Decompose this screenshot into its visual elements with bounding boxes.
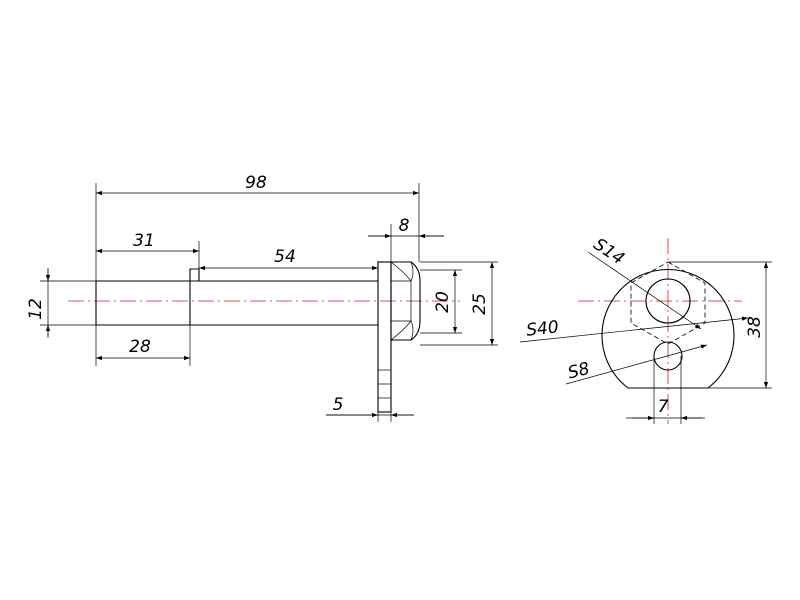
dim-text-54: 54 xyxy=(274,247,296,267)
hex-chamfer-top xyxy=(410,261,414,282)
dim-text-20: 20 xyxy=(433,291,453,313)
end-view: S14 S40 S8 7 38 xyxy=(519,234,772,424)
end-view-outline xyxy=(601,269,735,389)
leader-s8 xyxy=(565,344,708,385)
central-bore xyxy=(645,278,691,324)
hex-head-face-top xyxy=(390,261,412,282)
side-view: 98 31 54 28 8 5 20 25 12 xyxy=(26,173,498,422)
dim-text-12: 12 xyxy=(26,298,46,320)
hex-chamfer-bottom xyxy=(410,320,414,341)
leader-s40 xyxy=(519,316,749,343)
dim-text-8: 8 xyxy=(399,216,410,236)
leader-s14 xyxy=(587,251,702,330)
dim-text-s40: S40 xyxy=(525,317,559,340)
dim-text-28: 28 xyxy=(129,337,151,357)
dim-text-98: 98 xyxy=(245,173,267,193)
dim-text-38: 38 xyxy=(745,316,765,338)
dim-text-31: 31 xyxy=(133,231,155,251)
dim-text-25: 25 xyxy=(470,293,490,315)
hex-head-face-bottom xyxy=(390,320,412,341)
dim-text-s14: S14 xyxy=(590,234,628,269)
dim-text-7: 7 xyxy=(658,397,669,417)
hidden-hex xyxy=(630,261,706,345)
dim-text-s8: S8 xyxy=(566,359,592,384)
flange-body xyxy=(377,261,392,413)
dim-text-5: 5 xyxy=(333,395,344,415)
pin-outline xyxy=(96,268,200,282)
hex-head xyxy=(390,261,421,341)
